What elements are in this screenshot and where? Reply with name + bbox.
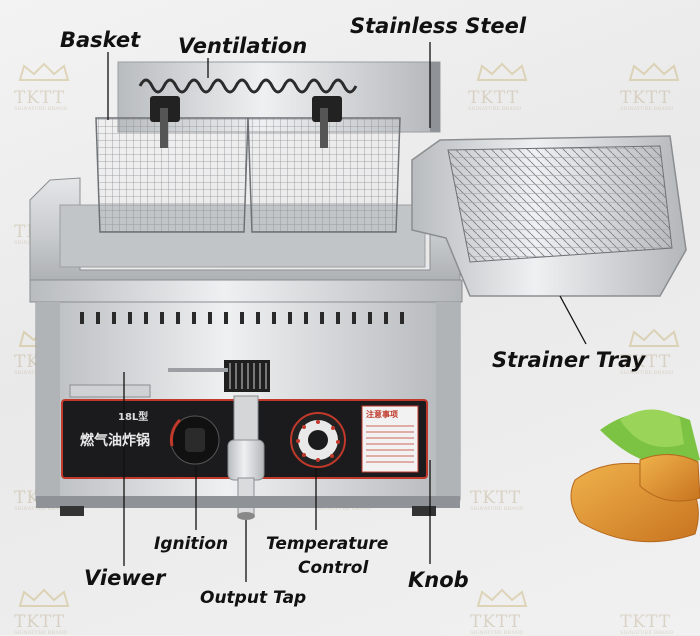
left-basket bbox=[95, 96, 249, 233]
panel-capacity: 18L型 bbox=[118, 412, 149, 423]
panel-notice-title: 注意事项 bbox=[366, 410, 398, 419]
label-viewer: Viewer bbox=[84, 566, 166, 590]
label-stainless-steel: Stainless Steel bbox=[350, 14, 527, 38]
pointer-lines bbox=[107, 42, 587, 582]
label-temperature: Temperature bbox=[266, 534, 389, 554]
right-basket bbox=[247, 96, 401, 233]
label-basket: Basket bbox=[60, 28, 141, 52]
label-output-tap: Output Tap bbox=[200, 588, 307, 608]
label-ignition: Ignition bbox=[154, 534, 229, 554]
label-strainer-tray: Strainer Tray bbox=[492, 348, 646, 372]
label-knob: Knob bbox=[408, 568, 469, 592]
label-ventilation: Ventilation bbox=[178, 34, 308, 58]
strainer-tray bbox=[411, 135, 687, 297]
ventilation-slots bbox=[138, 78, 358, 94]
output-tap bbox=[227, 395, 265, 520]
ignition-knob bbox=[169, 415, 220, 465]
temperature-knob bbox=[290, 412, 346, 468]
label-control: Control bbox=[298, 558, 369, 578]
fryer-base bbox=[36, 496, 460, 516]
panel-product-name: 燃气油炸锅 bbox=[80, 433, 150, 449]
fried-chicken bbox=[570, 409, 700, 543]
